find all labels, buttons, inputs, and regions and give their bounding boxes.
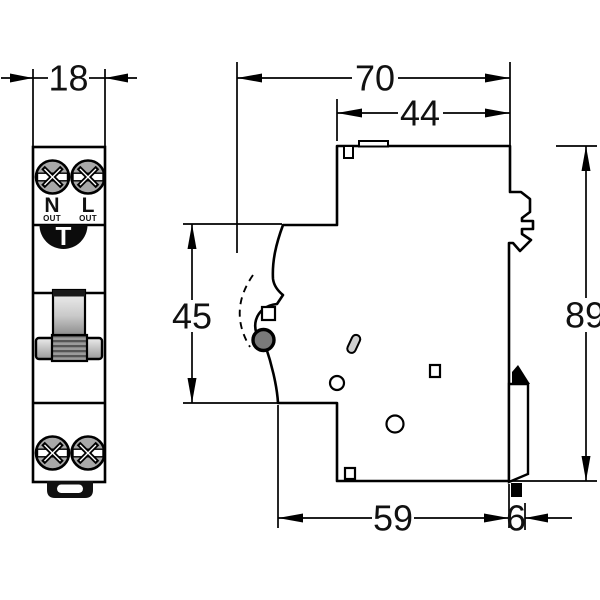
housing-slot xyxy=(346,333,362,354)
din-clip-tab[interactable] xyxy=(511,483,522,497)
screw-terminal-icon xyxy=(34,435,71,471)
din-clip-slider[interactable] xyxy=(507,382,530,484)
toggle-lever-cap xyxy=(53,290,85,297)
side-body-outline xyxy=(254,144,535,483)
terminal-n-label: N xyxy=(44,194,59,217)
arrow-icon xyxy=(187,378,197,403)
screw-terminal-icon xyxy=(70,159,106,195)
toggle-pivot-circle xyxy=(251,327,276,353)
toggle-travel-arc xyxy=(238,274,254,348)
arrow-icon xyxy=(187,224,197,249)
terminal-l-label: L xyxy=(82,194,95,217)
arrow-icon xyxy=(484,513,509,523)
arrow-icon xyxy=(337,108,362,118)
side-view: 70 44 xyxy=(172,58,600,539)
handle-square xyxy=(260,305,277,322)
dim-clip-extension xyxy=(524,503,572,530)
dim-overall-height-label: 89 xyxy=(565,295,600,336)
test-button-label: T xyxy=(56,221,72,251)
housing-window xyxy=(428,363,442,379)
din-clip-slot xyxy=(57,484,83,493)
rivet-hole xyxy=(328,374,346,392)
toggle-slider-grip[interactable] xyxy=(50,333,89,363)
toggle-lever[interactable] xyxy=(51,288,87,339)
screw-terminal-icon xyxy=(70,435,106,471)
arrow-icon xyxy=(10,73,33,83)
screw-terminal-icon xyxy=(34,159,71,195)
arrow-icon xyxy=(581,456,591,481)
arrow-icon xyxy=(581,146,591,171)
din-clip-spring xyxy=(512,365,530,385)
terminal-n-sub-label: OUT xyxy=(43,214,61,223)
arrow-icon xyxy=(485,108,510,118)
arrow-icon xyxy=(525,513,548,523)
terminal-l-sub-label: OUT xyxy=(79,214,97,223)
top-slot xyxy=(343,145,354,159)
dim-lower-depth-label: 59 xyxy=(373,498,413,539)
dim-overall-depth-label: 70 xyxy=(355,58,395,99)
arrow-icon xyxy=(105,73,128,83)
dim-handle-recess-label: 45 xyxy=(172,296,212,337)
rivet-hole xyxy=(385,414,405,434)
top-rib xyxy=(358,140,389,148)
dim-upper-depth-label: 44 xyxy=(400,93,440,134)
arrow-icon xyxy=(278,513,303,523)
front-view: 18 N OUT L OUT T xyxy=(1,58,137,498)
housing-window xyxy=(343,466,357,481)
test-button[interactable] xyxy=(39,225,88,249)
arrow-icon xyxy=(237,73,262,83)
arrow-icon xyxy=(485,73,510,83)
dim-front-width-label: 18 xyxy=(48,58,88,99)
dim-clip-extension-label: 6 xyxy=(506,498,526,539)
